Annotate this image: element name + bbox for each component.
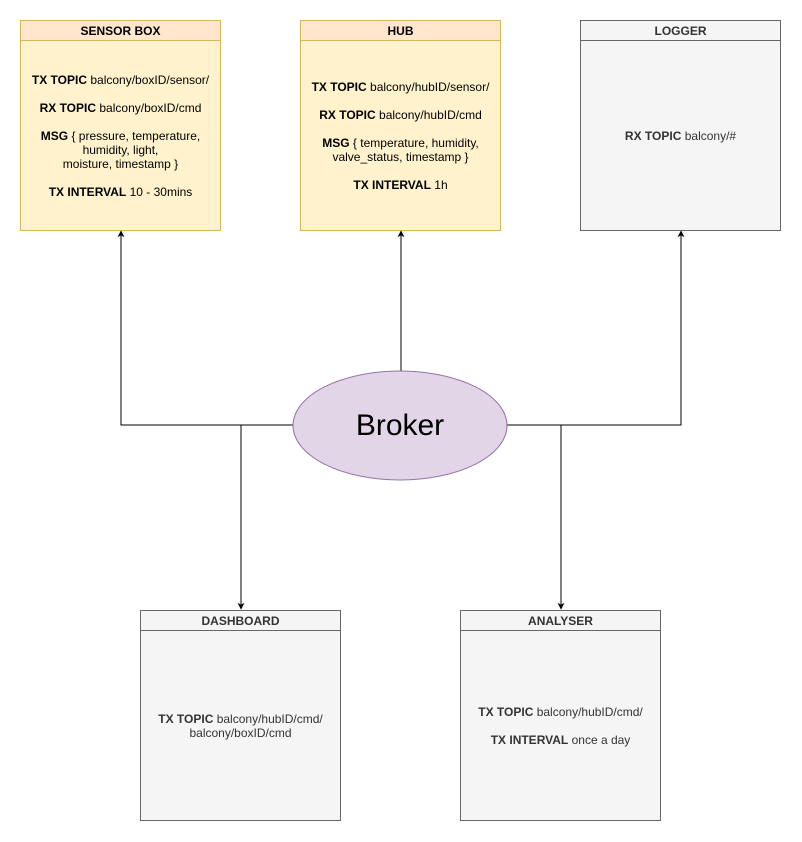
analyser-title: ANALYSER [461,611,660,631]
hub-tx-interval: TX INTERVAL 1h [353,177,448,192]
hub-title: HUB [301,21,500,41]
dashboard-title: DASHBOARD [141,611,340,631]
hub-node[interactable]: HUB TX TOPIC balcony/hubID/sensor/ RX TO… [300,20,501,231]
analyser-body: TX TOPIC balcony/hubID/cmd/ TX INTERVAL … [461,631,660,820]
sensor-box-title: SENSOR BOX [21,21,220,41]
logger-title: LOGGER [581,21,780,41]
hub-body: TX TOPIC balcony/hubID/sensor/ RX TOPIC … [301,41,500,230]
analyser-tx-interval: TX INTERVAL once a day [490,732,631,747]
dashboard-tx-topic: TX TOPIC balcony/hubID/cmd/ balcony/boxI… [158,711,323,740]
logger-body: RX TOPIC balcony/# [581,41,780,230]
hub-msg: MSG { temperature, humidity, valve_statu… [322,135,479,164]
edge-broker-to-logger [507,230,685,426]
sensor-box-msg: MSG { pressure, temperature, humidity, l… [40,128,201,171]
broker-ellipse[interactable] [292,370,508,481]
edge-broker-to-sensor-box [117,230,293,426]
sensor-box-tx-topic: TX TOPIC balcony/boxID/sensor/ [31,72,210,87]
analyser-tx-topic: TX TOPIC balcony/hubID/cmd/ [478,704,643,719]
sensor-box-tx-interval: TX INTERVAL 10 - 30mins [48,184,193,199]
dashboard-body: TX TOPIC balcony/hubID/cmd/ balcony/boxI… [141,631,340,820]
hub-rx-topic: RX TOPIC balcony/hubID/cmd [319,107,482,122]
hub-tx-topic: TX TOPIC balcony/hubID/sensor/ [311,79,490,94]
logger-node[interactable]: LOGGER RX TOPIC balcony/# [580,20,781,231]
broker-label: Broker [355,408,445,442]
analyser-node[interactable]: ANALYSER TX TOPIC balcony/hubID/cmd/ TX … [460,610,661,821]
logger-rx-topic: RX TOPIC balcony/# [624,128,737,143]
dashboard-node[interactable]: DASHBOARD TX TOPIC balcony/hubID/cmd/ ba… [140,610,341,821]
sensor-box-body: TX TOPIC balcony/boxID/sensor/ RX TOPIC … [21,41,220,230]
sensor-box-node[interactable]: SENSOR BOX TX TOPIC balcony/boxID/sensor… [20,20,221,231]
sensor-box-rx-topic: RX TOPIC balcony/boxID/cmd [39,100,202,115]
